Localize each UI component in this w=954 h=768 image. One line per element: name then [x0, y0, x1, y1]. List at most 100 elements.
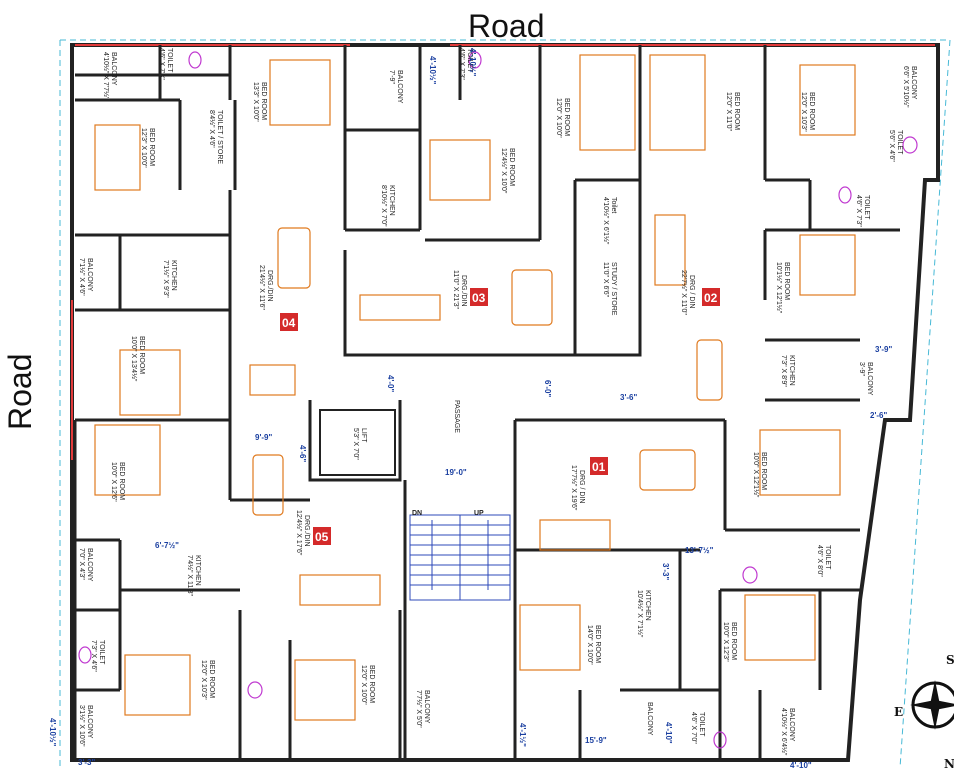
room-size-bed_r2: 10'0" X 12'1½": [752, 452, 760, 498]
room-name-bed_l3: BED ROOM: [118, 462, 125, 500]
sofa-icon: [299, 574, 381, 606]
bed-icon: [294, 659, 356, 721]
dimension-d2: 3'-3": [78, 758, 95, 767]
bed-icon: [119, 349, 181, 416]
compass-north-label: N: [944, 757, 954, 768]
staircase: [409, 514, 511, 601]
room-name-bed_tl: BED ROOM: [260, 82, 267, 120]
dimension-d1: 4'-10½": [48, 718, 57, 747]
toilet-icon: [742, 566, 758, 584]
room-name-study_store: STUDY / STORE: [610, 262, 617, 316]
room-name-balcony_tm: BALCONY: [396, 70, 403, 104]
dimension-d19: 4'-10½": [468, 48, 477, 77]
compass-icon: [910, 680, 954, 730]
room-name-balcony_bl: BALCONY: [86, 705, 93, 739]
dimension-d10: 13'-7½": [685, 546, 714, 555]
bed-icon: [799, 64, 856, 136]
room-name-bed_tm: BED ROOM: [508, 148, 515, 186]
room-name-toilet_l3: TOILET: [98, 640, 105, 665]
room-name-toilet_store_tl: TOILET / STORE: [216, 110, 223, 164]
svg-text:05: 05: [315, 530, 329, 544]
room-size-toilet_02: 4'10½" X 6'1½": [602, 197, 610, 245]
room-name-kitchen_04: KITCHEN: [170, 260, 177, 291]
building-outline: [70, 43, 940, 762]
room-name-toilet_02: Toilet: [610, 197, 617, 213]
toilet-icon: [838, 186, 852, 204]
bed-icon: [94, 424, 161, 496]
room-size-kitchen_03: 8'10½" X 7'0": [380, 185, 388, 227]
bed-icon: [94, 124, 141, 191]
svg-text:04: 04: [282, 316, 296, 330]
sofa-icon: [249, 364, 296, 396]
room-name-kitchen_01: KITCHEN: [644, 590, 651, 621]
bed-icon: [579, 54, 636, 151]
room-size-bed_tr2: 12'0" X 11'0": [725, 92, 732, 132]
bed-icon: [519, 604, 581, 671]
lift-shaft: [319, 409, 396, 476]
room-name-toilet_bc: TOILET: [698, 712, 705, 737]
room-size-bed_r1: 10'1½" X 12'1½": [775, 262, 783, 314]
room-name-kitchen_05: KITCHEN: [194, 555, 201, 586]
room-name-balcony_r1: BALCONY: [866, 362, 873, 396]
room-name-bed_l2: BED ROOM: [138, 336, 145, 374]
dining-table-icon: [511, 269, 553, 326]
unit-05-size: 12'4½" X 17'6": [295, 510, 303, 556]
room-name-lift: LIFT: [360, 428, 367, 443]
room-size-toilet_tr: 5'6" X 4'6": [888, 130, 895, 162]
compass-east-label: E: [894, 705, 903, 719]
dimension-d14: 4'-10": [664, 722, 673, 744]
toilet-icon: [247, 681, 263, 699]
dimension-d3: 4'-0": [386, 375, 395, 392]
room-name-kitchen_03: KITCHEN: [388, 185, 395, 216]
room-size-balcony_l2: 7'0" X 4'3": [78, 548, 85, 580]
bed-icon: [269, 59, 331, 126]
dimension-d16: 2'-6": [870, 411, 887, 420]
room-name-bed_r1: BED ROOM: [783, 262, 790, 300]
unit-badge-02: 02: [702, 288, 720, 306]
room-size-bed_l2: 10'0" X 13'4½": [130, 336, 138, 382]
room-name-balcony_l2: BALCONY: [86, 548, 93, 582]
bed-icon: [799, 234, 856, 296]
unit-04-size: 21'4½" X 11'6": [258, 265, 266, 310]
room-size-toilet_tm: 4'6" X 7'3": [458, 48, 465, 80]
dimension-d9: 6'-7½": [155, 541, 179, 550]
internal-walls: [73, 45, 900, 760]
room-name-bed_tr3: BED ROOM: [808, 92, 815, 130]
svg-text:03: 03: [472, 291, 486, 305]
room-name-toilet_r3: TOILET: [824, 545, 831, 570]
unit-01-label: DRG / DIN: [578, 470, 585, 503]
unit-04-label: DRG./DIN: [266, 270, 273, 302]
toilet-icon: [902, 136, 918, 154]
room-name-balcony_tr: BALCONY: [910, 66, 917, 100]
room-name-bed_l1: BED ROOM: [148, 128, 155, 166]
room-name-bed_r3: BED ROOM: [730, 622, 737, 660]
dimension-d11: 3'-3": [661, 563, 670, 580]
sofa-icon: [539, 519, 611, 551]
svg-text:01: 01: [592, 460, 606, 474]
dimension-d18: 4'-10": [790, 761, 812, 768]
sofa-icon: [654, 214, 686, 286]
setback-line: [59, 39, 951, 768]
dimension-d8: 19'-0": [445, 468, 467, 477]
dimension-d13: 15'-9": [585, 736, 607, 745]
room-name-bed_c1: BED ROOM: [594, 625, 601, 663]
unit-02-label: DRG / DIN: [688, 275, 695, 308]
dining-table-icon: [696, 339, 723, 401]
bed-icon: [649, 54, 706, 151]
room-size-balcony_bm: 7'7½" X 5'0": [415, 690, 423, 728]
dimension-d4: 6'-0": [543, 380, 552, 397]
compass-south-label: S: [946, 653, 954, 667]
toilet-icon: [188, 51, 202, 69]
room-size-bed_tr3: 12'0" X 10'3": [800, 92, 807, 132]
dimension-labels: 4'-10½"3'-3"4'-0"6'-0"3'-6"9'-9"4'-6"19'…: [48, 48, 892, 768]
dimension-d12: 4'-1½": [518, 723, 527, 747]
dimension-d15: 3'-9": [875, 345, 892, 354]
room-size-toilet_tl: 4'6" X 7'3": [158, 48, 165, 80]
room-name-toilet_tr2: TOILET: [863, 195, 870, 220]
room-name-balcony_tl: BALCONY: [110, 52, 117, 86]
road-top-label: Road: [468, 8, 545, 44]
dining-table-icon: [252, 454, 284, 516]
room-name-toilet_tl: TOILET: [166, 48, 173, 73]
room-size-balcony_br: 4'10½" X 6'4½": [780, 708, 788, 756]
